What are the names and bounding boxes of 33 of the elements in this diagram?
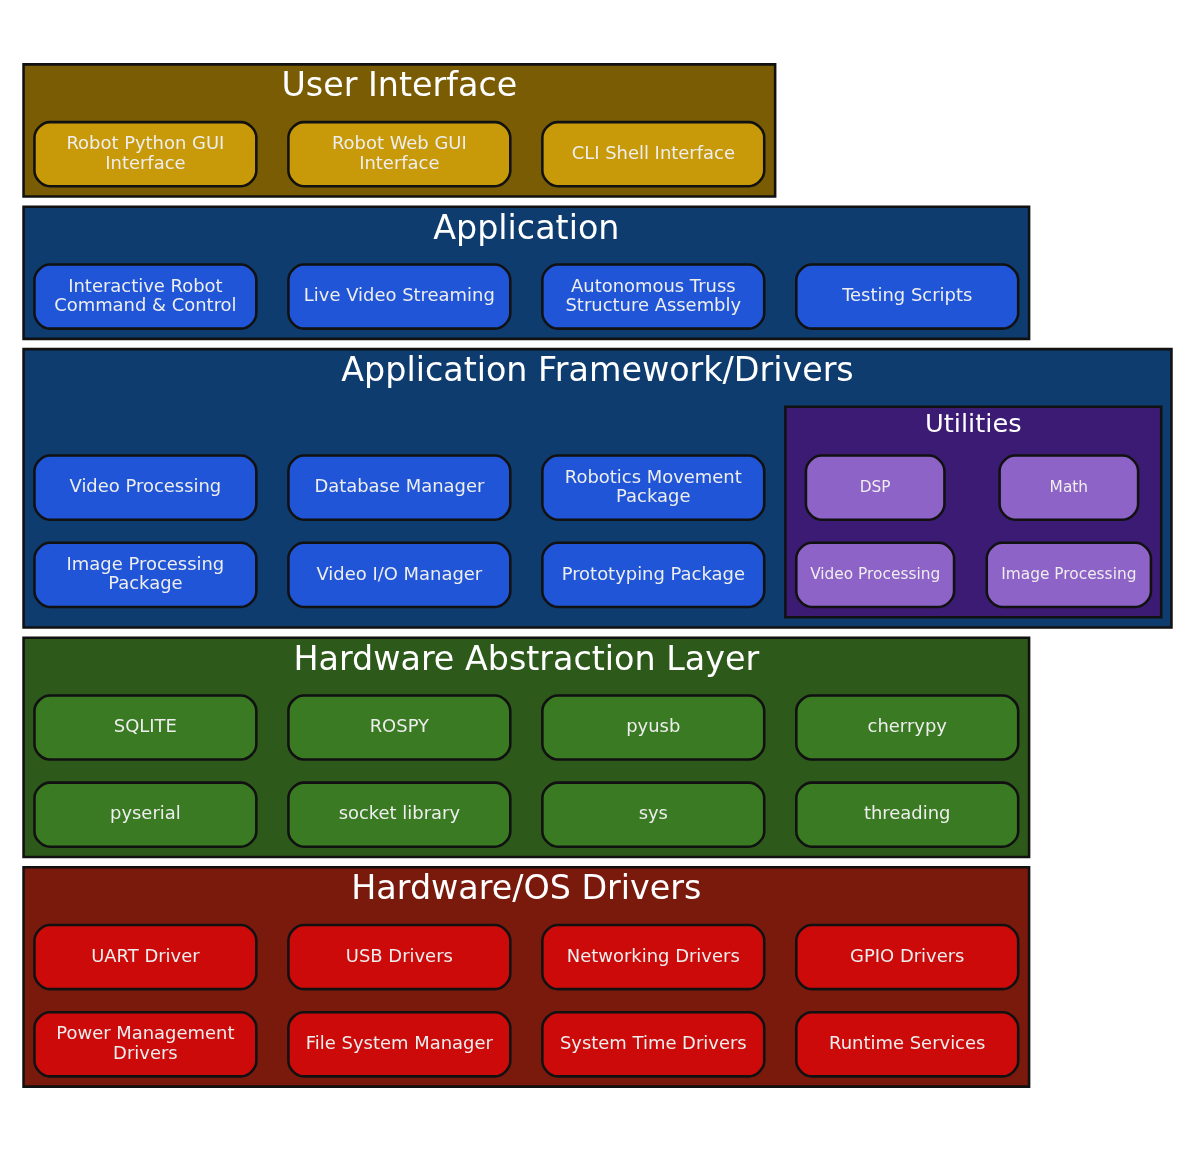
node-box: DSP <box>804 453 946 521</box>
node-box: Robotics Movement Package <box>541 453 766 521</box>
node-box: USB Drivers <box>287 923 512 990</box>
node-box: UART Driver <box>33 923 258 990</box>
node-box: Video Processing <box>795 541 956 608</box>
node-box: SQLITE <box>33 693 258 761</box>
node-box: Interactive Robot Command & Control <box>33 262 258 330</box>
node-box: Live Video Streaming <box>287 262 512 330</box>
node-box: Autonomous Truss Structure Assembly <box>541 262 766 330</box>
node-box: Math <box>998 453 1140 521</box>
node-box: Runtime Services <box>795 1010 1020 1078</box>
node-box: GPIO Drivers <box>795 923 1020 990</box>
node-box: CLI Shell Interface <box>541 120 766 188</box>
node-box: Video I/O Manager <box>287 541 512 608</box>
node-box: socket library <box>287 780 512 848</box>
node-box: File System Manager <box>287 1010 512 1078</box>
node-box: Image Processing Package <box>33 541 258 608</box>
node-box: Image Processing <box>985 541 1153 608</box>
node-box: Robot Python GUI Interface <box>33 120 258 188</box>
node-box: Networking Drivers <box>541 923 766 990</box>
node-box: Prototyping Package <box>541 541 766 608</box>
node-box: Database Manager <box>287 453 512 521</box>
node-box: Video Processing <box>33 453 258 521</box>
node-box: sys <box>541 780 766 848</box>
node-box: cherrypy <box>795 693 1020 761</box>
node-box: ROSPY <box>287 693 512 761</box>
node-box: Testing Scripts <box>795 262 1020 330</box>
node-box: Robot Web GUI Interface <box>287 120 512 188</box>
node-box: threading <box>795 780 1020 848</box>
node-box: pyserial <box>33 780 258 848</box>
node-box: System Time Drivers <box>541 1010 766 1078</box>
node-box: pyusb <box>541 693 766 761</box>
node-box: Power Management Drivers <box>33 1010 258 1078</box>
